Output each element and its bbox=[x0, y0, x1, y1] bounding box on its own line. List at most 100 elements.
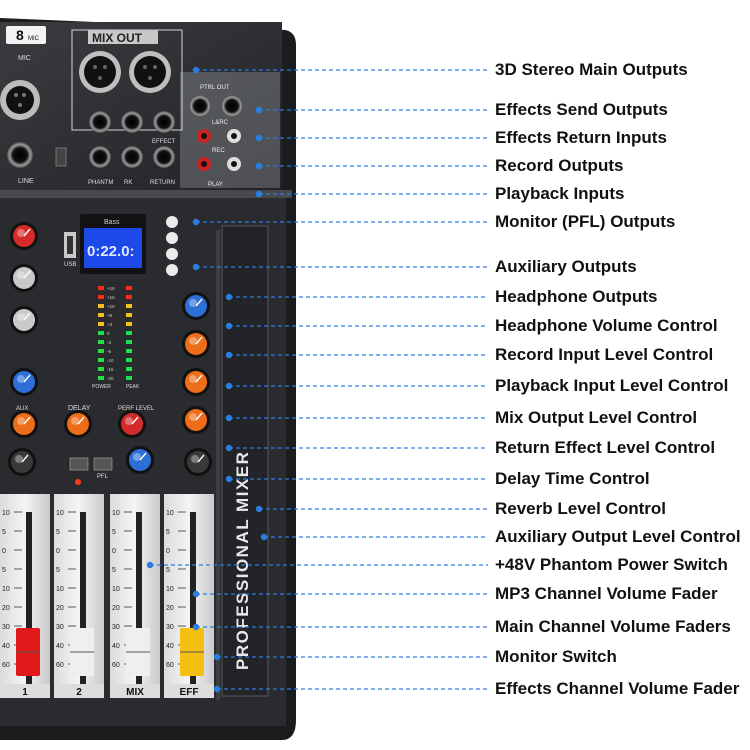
callout-label: Return Effect Level Control bbox=[495, 438, 716, 457]
mic-count-text: 8 bbox=[16, 27, 24, 43]
led-left bbox=[98, 295, 104, 299]
led-right bbox=[126, 295, 132, 299]
callout-dot bbox=[225, 322, 233, 330]
fader-scale-label: 10 bbox=[112, 586, 120, 593]
led-left bbox=[98, 322, 104, 326]
knob[interactable] bbox=[10, 410, 38, 438]
play-tag: PLAY bbox=[208, 182, 223, 188]
meter-scale-label: +3 bbox=[107, 322, 113, 327]
fader-cap[interactable] bbox=[180, 628, 204, 676]
aux-jack[interactable] bbox=[121, 111, 143, 133]
lcd-top-label: Bass bbox=[104, 219, 120, 226]
knob[interactable] bbox=[10, 368, 38, 396]
return-jack[interactable] bbox=[153, 146, 175, 168]
effects-out-jack[interactable] bbox=[189, 95, 211, 117]
mute-switch[interactable] bbox=[69, 457, 89, 471]
effects-send-jack[interactable] bbox=[89, 111, 111, 133]
fader-cap[interactable] bbox=[16, 628, 40, 676]
line-input-jack[interactable] bbox=[7, 142, 33, 168]
xlr-out-left[interactable] bbox=[79, 51, 121, 93]
knob[interactable] bbox=[182, 406, 210, 434]
led-right bbox=[126, 349, 132, 353]
fader-cap[interactable] bbox=[126, 628, 150, 676]
mix-out-section: MIX OUT bbox=[71, 29, 183, 131]
channel-label: 2 bbox=[76, 687, 82, 698]
pfl-button-3[interactable] bbox=[166, 248, 178, 260]
lr-tag: L&RC bbox=[212, 120, 229, 126]
callout-label: Effects Return Inputs bbox=[495, 128, 667, 147]
channel-label: EFF bbox=[180, 687, 199, 698]
fader-scale-label: 10 bbox=[166, 510, 174, 517]
callout-dot bbox=[225, 444, 233, 452]
led-left bbox=[98, 313, 104, 317]
led-right bbox=[126, 322, 132, 326]
phantom-jack[interactable] bbox=[89, 146, 111, 168]
line-switch[interactable] bbox=[55, 147, 67, 167]
fader-scale-label: 0 bbox=[166, 548, 170, 555]
led-right bbox=[126, 376, 132, 380]
knob[interactable] bbox=[118, 410, 146, 438]
fader-scale-label: 5 bbox=[2, 529, 6, 536]
callout-label: Effects Channel Volume Fader bbox=[495, 679, 740, 698]
meter-scale-label: -3 bbox=[107, 340, 111, 345]
led-left bbox=[98, 331, 104, 335]
knob[interactable] bbox=[182, 292, 210, 320]
pfl-switch[interactable] bbox=[93, 457, 113, 471]
power-label: POWER bbox=[92, 384, 111, 390]
reverb-label: PERF LEVEL bbox=[118, 406, 155, 412]
meter-scale-label: -15 bbox=[107, 367, 114, 372]
fader-scale-label: 20 bbox=[2, 605, 10, 612]
rk-jack[interactable] bbox=[121, 146, 143, 168]
callout-dot bbox=[146, 561, 154, 569]
fader-scale-label: 30 bbox=[166, 624, 174, 631]
callout-dot bbox=[213, 653, 221, 661]
pfl-button-2[interactable] bbox=[166, 232, 178, 244]
xlr-out-right[interactable] bbox=[129, 51, 171, 93]
knob[interactable] bbox=[8, 448, 36, 476]
callout-dot bbox=[225, 475, 233, 483]
meter-scale-label: 0 bbox=[107, 331, 110, 336]
callout-dot bbox=[255, 190, 263, 198]
knob[interactable] bbox=[10, 264, 38, 292]
effects-out-jack-2[interactable] bbox=[221, 95, 243, 117]
pfl-button-4[interactable] bbox=[166, 264, 178, 276]
fader-scale-label: 20 bbox=[166, 605, 174, 612]
callout-label: Main Channel Volume Faders bbox=[495, 617, 731, 636]
knob[interactable] bbox=[64, 410, 92, 438]
led-left bbox=[98, 367, 104, 371]
fader-scale-label: 5 bbox=[112, 567, 116, 574]
callout-label: Effects Send Outputs bbox=[495, 100, 668, 119]
knob[interactable] bbox=[182, 330, 210, 358]
pfl-button-1[interactable] bbox=[166, 216, 178, 228]
return-label: RETURN bbox=[150, 180, 175, 186]
callout-dot bbox=[192, 66, 200, 74]
effect-jack[interactable] bbox=[153, 111, 175, 133]
quarter-inch-jacks: EFFECT PHANTM RK RETURN bbox=[88, 111, 176, 186]
fader-cap[interactable] bbox=[70, 628, 94, 676]
callout-lines bbox=[146, 66, 488, 693]
fader-scale-label: 10 bbox=[2, 510, 10, 517]
fader-scale-label: 10 bbox=[112, 510, 120, 517]
lcd-screen bbox=[84, 228, 142, 268]
led-left bbox=[98, 349, 104, 353]
knob[interactable] bbox=[126, 446, 154, 474]
knob[interactable] bbox=[10, 306, 38, 334]
fader-scale-label: 5 bbox=[2, 567, 6, 574]
knob[interactable] bbox=[182, 368, 210, 396]
fader-scale-label: 0 bbox=[56, 548, 60, 555]
mic-input: MIC LINE bbox=[0, 55, 67, 185]
callout-label: Monitor (PFL) Outputs bbox=[495, 212, 676, 231]
knob[interactable] bbox=[184, 448, 212, 476]
pfl-buttons bbox=[166, 216, 178, 276]
callout-label: Playback Inputs bbox=[495, 184, 625, 203]
led-right bbox=[126, 286, 132, 290]
aux-label: AUX bbox=[16, 406, 28, 412]
rca-section: PTRL OUT L&RC REC PLAY bbox=[180, 72, 280, 188]
fader-scale-label: 30 bbox=[112, 624, 120, 631]
usb-lcd: USB Bass 0:22.0: bbox=[64, 214, 146, 274]
fader-section: 1050510203040601105051020304060210505102… bbox=[0, 494, 214, 698]
knob[interactable] bbox=[10, 222, 38, 250]
